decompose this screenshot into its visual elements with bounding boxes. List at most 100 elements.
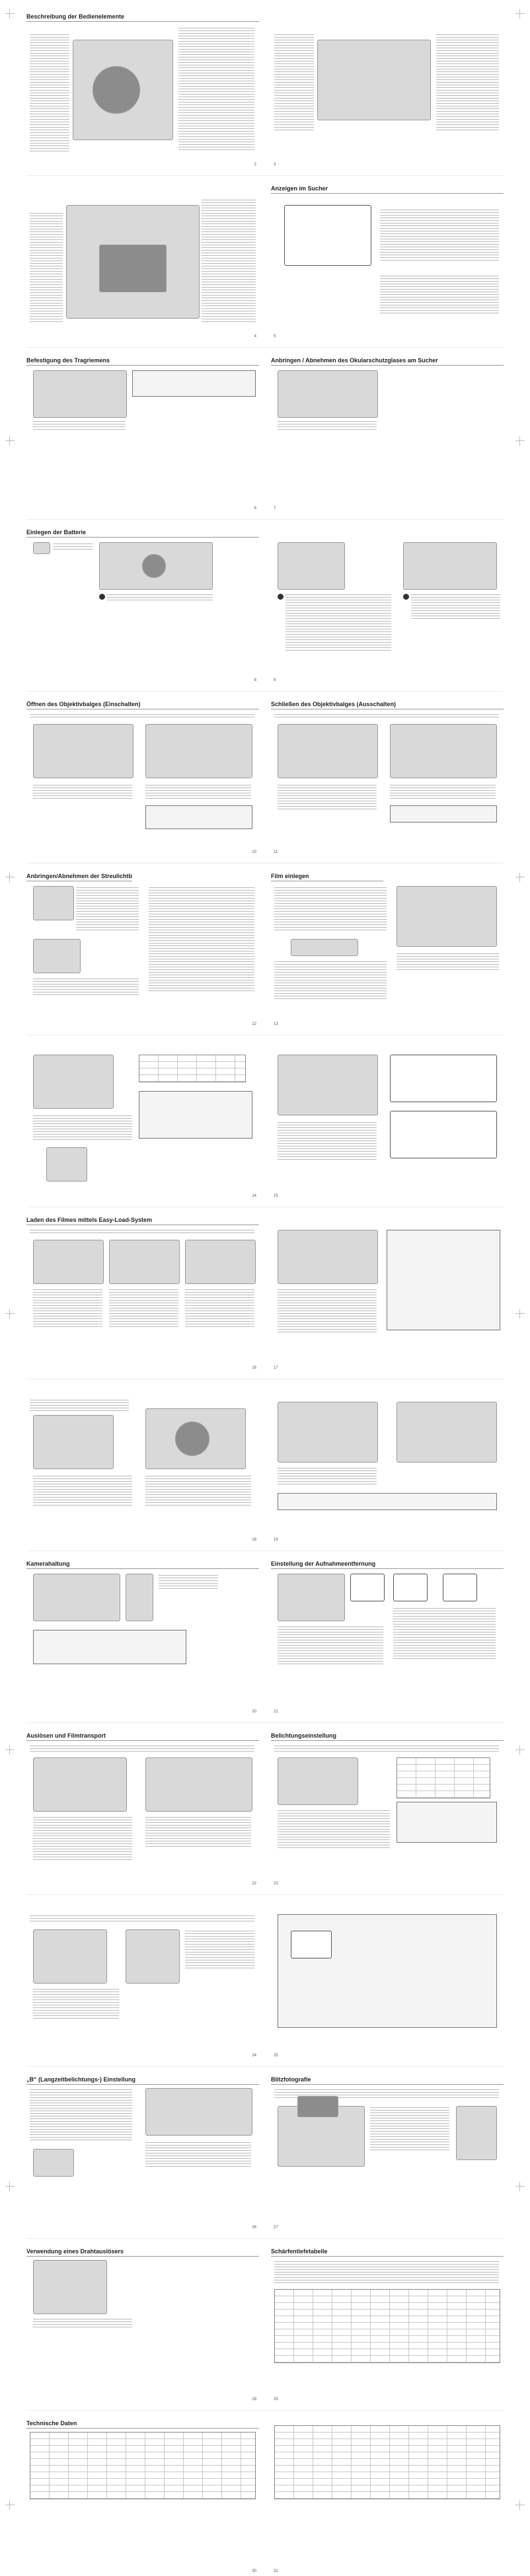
body-text: [30, 1398, 129, 1412]
page-number: 9: [274, 678, 276, 682]
section-heading: Verwendung eines Drahtauslösers: [26, 2248, 259, 2257]
page: Technische Daten 30: [26, 2420, 259, 2576]
spread-10: Kamerahaltung 20 Einstellung der Aufnahm…: [26, 1560, 504, 1716]
page-number: 23: [274, 1882, 278, 1886]
page-number: 31: [274, 2569, 278, 2573]
label-list-right: [380, 208, 499, 261]
page: Film einlegen 13: [271, 873, 504, 1029]
divider: [26, 2238, 504, 2239]
spread-1: Beschreibung der Bedienelemente 2 3: [26, 13, 504, 169]
page-number: 27: [274, 2226, 278, 2230]
spread-12: 24 25: [26, 1904, 504, 2060]
body-text: [33, 977, 139, 997]
spread-9: 18 19: [26, 1389, 504, 1545]
battery-cover-illustration: [142, 554, 166, 578]
page: 18: [26, 1389, 259, 1545]
spread-8: Laden des Filmes mittels Easy-Load-Syste…: [26, 1217, 504, 1373]
battery-cover-close-illustration: [403, 542, 497, 590]
page-number: 17: [274, 1366, 278, 1370]
specifications-table: [30, 2432, 256, 2499]
body-text: [278, 1809, 390, 1849]
body-text: [145, 784, 251, 799]
lens-illustration: [93, 66, 140, 114]
page-number: 28: [252, 2397, 256, 2401]
label-list-right: [178, 26, 254, 152]
viewfinder-frame-diagram: [390, 1111, 497, 1158]
label-list-left: [30, 33, 69, 152]
aperture-dial-illustration: [126, 1929, 180, 1984]
body-text: [33, 420, 126, 430]
spread-7: 14 15: [26, 1045, 504, 1201]
body-text: [278, 1121, 377, 1160]
crop-mark: [515, 436, 525, 446]
label-list-right: [202, 198, 256, 324]
body-text: [185, 1929, 254, 1969]
body-text: [278, 784, 377, 810]
page: 9: [271, 529, 504, 685]
page-number: 11: [274, 850, 278, 854]
page-number: 24: [252, 2054, 256, 2058]
body-text: [278, 420, 377, 430]
divider: [26, 863, 504, 864]
page: Auslösen und Filmtransport 22: [26, 1732, 259, 1888]
page: Belichtungseinstellung 23: [271, 1732, 504, 1888]
label-list-left: [30, 212, 63, 324]
film-chamber-illustration: [99, 245, 167, 292]
crop-mark: [5, 436, 15, 446]
section-heading: Laden des Filmes mittels Easy-Load-Syste…: [26, 1217, 259, 1225]
crop-mark: [515, 873, 525, 882]
section-heading: Einlegen der Batterie: [26, 529, 259, 538]
body-text: [30, 1914, 254, 1923]
spread-3: Befestigung des Tragriemens 6 Anbringen …: [26, 357, 504, 513]
page-number: 22: [252, 1882, 256, 1886]
section-heading: Technische Daten: [26, 2420, 259, 2429]
section-heading: Schließen des Objektivbalges (Ausschalte…: [271, 701, 504, 709]
camera-back-illustration: [317, 40, 431, 120]
page-number: 18: [252, 1538, 256, 1542]
page-number: 3: [274, 163, 276, 167]
body-text: [274, 713, 499, 718]
page: 31: [271, 2420, 504, 2576]
page: Kamerahaltung 20: [26, 1560, 259, 1716]
film-remove-illustration: [397, 1402, 497, 1463]
page: Befestigung des Tragriemens 6: [26, 357, 259, 513]
crop-mark: [5, 2501, 15, 2510]
section-heading: Schärfentiefetabelle: [271, 2248, 504, 2257]
battery-insert-illustration: [278, 542, 345, 590]
crop-mark: [515, 9, 525, 19]
film-format-table: [139, 1055, 246, 1082]
exposure-table: [397, 1757, 490, 1798]
section-heading: Blitzfotografie: [271, 2076, 504, 2085]
page: 3: [271, 13, 504, 169]
note-box: [132, 370, 256, 397]
crop-mark: [515, 2182, 525, 2191]
divider: [26, 347, 504, 348]
lens-hood-illustration: [33, 886, 74, 920]
page-number: 21: [274, 1710, 278, 1714]
section-heading: Film einlegen: [271, 873, 383, 881]
crop-mark: [5, 2182, 15, 2191]
page-number: 25: [274, 2054, 278, 2058]
spread-5: Öffnen des Objektivbalges (Einschalten) …: [26, 701, 504, 857]
bellows-extended-illustration: [145, 724, 252, 778]
section-heading: Auslösen und Filmtransport: [26, 1732, 259, 1741]
section-heading: Öffnen des Objektivbalges (Einschalten): [26, 701, 259, 709]
film-unload-illustration: [278, 1402, 378, 1463]
film-wind-illustration: [33, 1415, 114, 1469]
rangefinder-diagram: [350, 1574, 385, 1601]
page-number: 14: [252, 1194, 256, 1198]
body-text: [76, 886, 139, 932]
spread-14: Verwendung eines Drahtauslösers 28 Schär…: [26, 2248, 504, 2404]
divider: [26, 691, 504, 692]
body-text: [274, 1744, 499, 1752]
cable-release-illustration: [33, 2149, 74, 2177]
note-box: [390, 805, 497, 823]
body-text: [107, 593, 213, 602]
strap-illustration: [33, 370, 127, 418]
page: Anbringen / Abnehmen des Okularschutzgla…: [271, 357, 504, 513]
body-text: [145, 2141, 251, 2167]
body-text: [33, 1114, 132, 1141]
battery-illustration: [33, 542, 50, 554]
body-text: [185, 1288, 254, 1328]
page: Anzeigen im Sucher 5: [271, 185, 504, 341]
